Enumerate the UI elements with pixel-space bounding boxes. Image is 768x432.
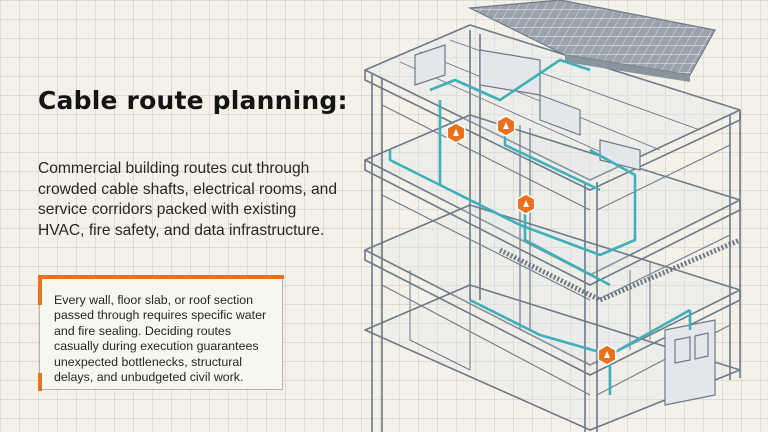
cable-tray	[498, 237, 741, 303]
electrical-panel-icon	[664, 319, 716, 406]
callout-accent-corner	[38, 275, 42, 305]
cable-routes	[388, 58, 692, 395]
callout-note: Every wall, floor slab, or roof section …	[38, 275, 284, 391]
fire-sealing-marker-icon	[446, 122, 466, 144]
intro-paragraph: Commercial building routes cut through c…	[38, 160, 338, 239]
callout-text: Every wall, floor slab, or roof section …	[54, 293, 267, 385]
fire-sealing-markers	[446, 115, 617, 366]
callout-accent-corner-bottom	[38, 373, 42, 391]
fire-sealing-marker-icon	[496, 115, 516, 137]
page-title: Cable route planning:	[38, 86, 348, 115]
fire-sealing-marker-icon	[597, 344, 617, 366]
building-illustration	[364, 0, 741, 432]
solar-panel-icon	[467, 0, 716, 82]
callout-accent-bar	[39, 275, 284, 279]
building-structure	[364, 24, 741, 432]
fire-sealing-marker-icon	[516, 193, 536, 215]
